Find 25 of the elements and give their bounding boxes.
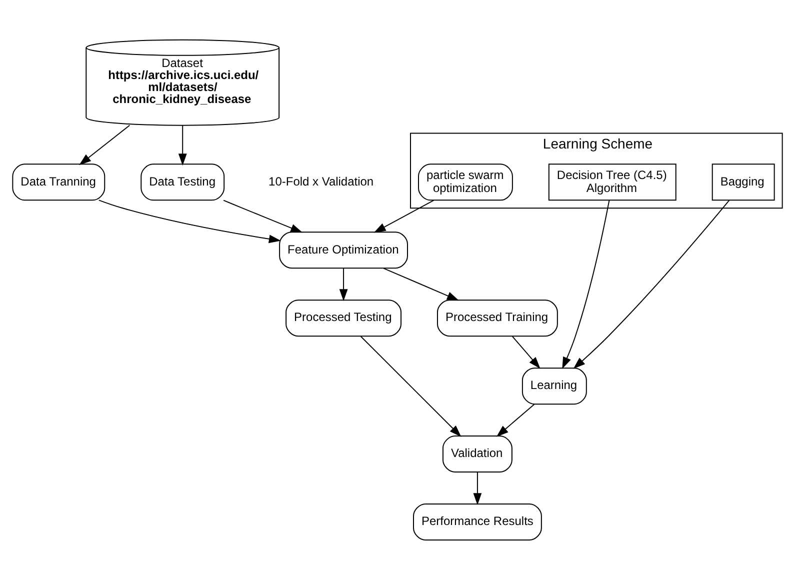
arrow [374, 200, 434, 233]
node-box: Bagging [712, 164, 775, 201]
arrow [383, 268, 459, 301]
node-box: particle swarm optimization [418, 164, 513, 201]
node-box: Learning [522, 368, 587, 405]
arrow [573, 200, 730, 369]
node-box: Feature Optimization [279, 232, 408, 269]
node-box: Decision Tree (C4.5) Algorithm [548, 164, 676, 201]
arrow [79, 124, 130, 166]
arrow [360, 336, 462, 437]
node-box: Performance Results [413, 504, 542, 540]
node-box: Data Tranning [12, 164, 106, 201]
arrow [496, 404, 535, 437]
arrow [473, 472, 482, 506]
node-box: Data Testing [140, 164, 225, 201]
label: 10-Fold x Validation [268, 174, 374, 188]
arrow [512, 336, 540, 369]
arrow [223, 200, 303, 233]
node-box: Processed Training [436, 300, 558, 337]
arrow [562, 200, 610, 370]
node-box: Processed Testing [286, 300, 402, 337]
arrow [98, 200, 281, 244]
arrow [339, 268, 348, 302]
arrow [178, 124, 187, 166]
node-box: Validation [442, 436, 512, 473]
